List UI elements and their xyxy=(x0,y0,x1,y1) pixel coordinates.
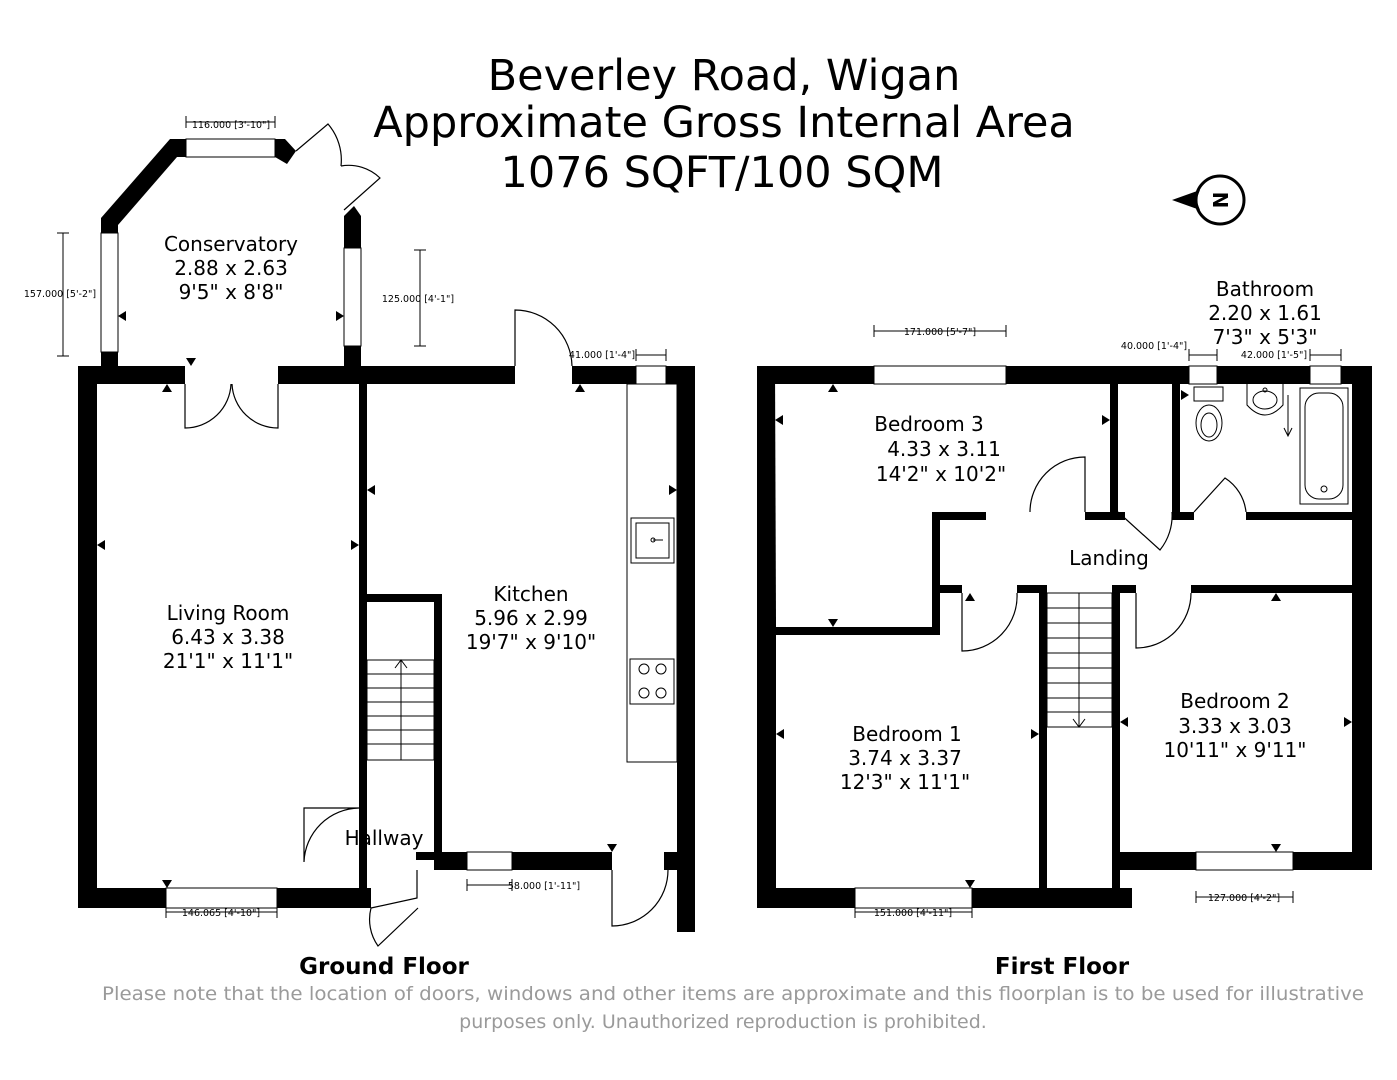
dim-living-bottom: 146.065 [4'-10"] xyxy=(182,908,260,919)
hallway-name: Hallway xyxy=(345,826,424,850)
living-room-name: Living Room xyxy=(167,601,290,625)
ground-floor-plan: 116.000 [3'-10"] 157.000 [5'-2"] 125.000… xyxy=(24,116,695,980)
ground-stairs xyxy=(366,659,435,761)
bedroom3-metric: 4.33 x 3.11 xyxy=(887,437,1001,461)
toilet-icon xyxy=(1193,386,1224,442)
dim-bedroom1-bottom: 151.000 [4'-11"] xyxy=(874,908,952,919)
conservatory-imperial: 9'5" x 8'8" xyxy=(179,280,284,304)
dim-bedroom2-bottom: 127.000 [4'-2"] xyxy=(1208,893,1280,904)
disclaimer: Please note that the location of doors, … xyxy=(102,983,1364,1033)
dim-kitchen-bottom: 58.000 [1'-11"] xyxy=(508,881,580,892)
room-living-room: Living Room 6.43 x 3.38 21'1" x 11'1" xyxy=(163,601,293,673)
living-room-imperial: 21'1" x 11'1" xyxy=(163,649,293,673)
disclaimer-line-2: purposes only. Unauthorized reproduction… xyxy=(459,1011,987,1033)
disclaimer-line-1: Please note that the location of doors, … xyxy=(102,983,1364,1005)
bathroom-metric: 2.20 x 1.61 xyxy=(1208,301,1322,325)
dim-bathroom-right: 42.000 [1'-5"] xyxy=(1241,350,1307,361)
kitchen-name: Kitchen xyxy=(493,582,568,606)
bedroom1-imperial: 12'3" x 11'1" xyxy=(840,770,970,794)
bathroom-name: Bathroom xyxy=(1216,277,1314,301)
room-bedroom-1: Bedroom 1 3.74 x 3.37 12'3" x 11'1" xyxy=(840,722,970,794)
bath-icon xyxy=(1299,387,1349,505)
landing-name: Landing xyxy=(1069,546,1149,570)
title-line-1: Beverley Road, Wigan xyxy=(488,51,961,101)
header: Beverley Road, Wigan Approximate Gross I… xyxy=(373,51,1075,198)
dim-bedroom3-top: 171.000 [5'-7"] xyxy=(904,327,976,338)
dim-conservatory-top: 116.000 [3'-10"] xyxy=(192,120,270,131)
compass-icon: N xyxy=(1172,174,1246,226)
room-kitchen: Kitchen 5.96 x 2.99 19'7" x 9'10" xyxy=(466,582,596,654)
first-floor-label: First Floor xyxy=(995,954,1130,980)
conservatory-metric: 2.88 x 2.63 xyxy=(174,256,288,280)
first-stairs xyxy=(1046,592,1113,728)
conservatory-name: Conservatory xyxy=(164,232,298,256)
dim-conservatory-right: 125.000 [4'-1"] xyxy=(382,294,454,305)
bedroom3-imperial: 14'2" x 10'2" xyxy=(876,462,1006,486)
room-conservatory: Conservatory 2.88 x 2.63 9'5" x 8'8" xyxy=(164,232,298,304)
compass-letter: N xyxy=(1209,192,1233,209)
dim-bathroom-left: 40.000 [1'-4"] xyxy=(1121,341,1187,352)
room-bedroom-2: Bedroom 2 3.33 x 3.03 10'11" x 9'11" xyxy=(1163,689,1306,762)
kitchen-worktop xyxy=(626,383,678,763)
room-bedroom-3: Bedroom 3 4.33 x 3.11 14'2" x 10'2" xyxy=(874,412,1006,486)
first-floor-plan: 171.000 [5'-7"] 40.000 [1'-4"] 42.000 [1… xyxy=(757,277,1372,980)
bathroom-imperial: 7'3" x 5'3" xyxy=(1213,325,1318,349)
title-line-3: 1076 SQFT/100 SQM xyxy=(501,148,944,198)
room-bathroom: Bathroom 2.20 x 1.61 7'3" x 5'3" xyxy=(1208,277,1322,349)
dim-kitchen-top: 41.000 [1'-4"] xyxy=(569,350,635,361)
dim-conservatory-left: 157.000 [5'-2"] xyxy=(24,289,96,300)
kitchen-metric: 5.96 x 2.99 xyxy=(474,606,588,630)
bedroom1-name: Bedroom 1 xyxy=(852,722,962,746)
sink-icon xyxy=(1246,384,1284,416)
bedroom2-name: Bedroom 2 xyxy=(1180,689,1290,713)
bedroom2-imperial: 10'11" x 9'11" xyxy=(1163,738,1306,762)
living-room-metric: 6.43 x 3.38 xyxy=(171,625,285,649)
ground-floor-label: Ground Floor xyxy=(299,954,469,980)
bedroom1-metric: 3.74 x 3.37 xyxy=(848,746,962,770)
bedroom2-metric: 3.33 x 3.03 xyxy=(1178,714,1292,738)
title-line-2: Approximate Gross Internal Area xyxy=(373,98,1075,148)
kitchen-imperial: 19'7" x 9'10" xyxy=(466,630,596,654)
bedroom3-name: Bedroom 3 xyxy=(874,412,984,436)
